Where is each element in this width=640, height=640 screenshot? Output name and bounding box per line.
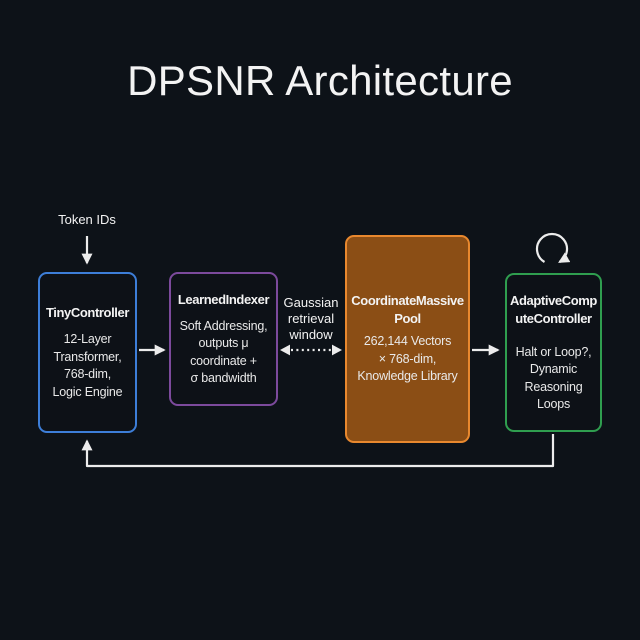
indexer-pool-double-arrow: [280, 344, 342, 356]
node-adaptive-compute-controller: AdaptiveComp uteController Halt or Loop?…: [505, 273, 602, 432]
node-body: Halt or Loop?, Dynamic Reasoning Loops: [515, 344, 592, 412]
self-loop-arrow-icon: [535, 232, 571, 263]
node-learned-indexer: LearnedIndexer Soft Addressing, outputs …: [169, 272, 278, 406]
gaussian-window-label: Gaussian retrieval window: [283, 295, 339, 342]
node-body: 12-Layer Transformer, 768-dim, Logic Eng…: [52, 332, 123, 399]
node-title: LearnedIndexer: [177, 291, 270, 307]
node-coordinate-massive-pool: CoordinateMassive Pool 262,144 Vectors ×…: [345, 235, 470, 443]
feedback-loop-arrow: [81, 434, 555, 468]
page-title: DPSNR Architecture: [127, 57, 513, 104]
node-title: CoordinateMassive Pool: [351, 293, 464, 327]
node-title: TinyController: [45, 305, 129, 320]
left-arrowhead-icon: [280, 344, 290, 356]
right-arrowhead-icon: [332, 344, 342, 356]
node-title: AdaptiveComp uteController: [510, 292, 597, 326]
node-body: 262,144 Vectors × 768-dim, Knowledge Lib…: [357, 334, 458, 384]
node-tiny-controller: TinyController 12-Layer Transformer, 768…: [38, 272, 137, 433]
node-body: Soft Addressing, outputs μ coordinate + …: [179, 318, 268, 386]
token-ids-label: Token IDs: [58, 212, 116, 227]
